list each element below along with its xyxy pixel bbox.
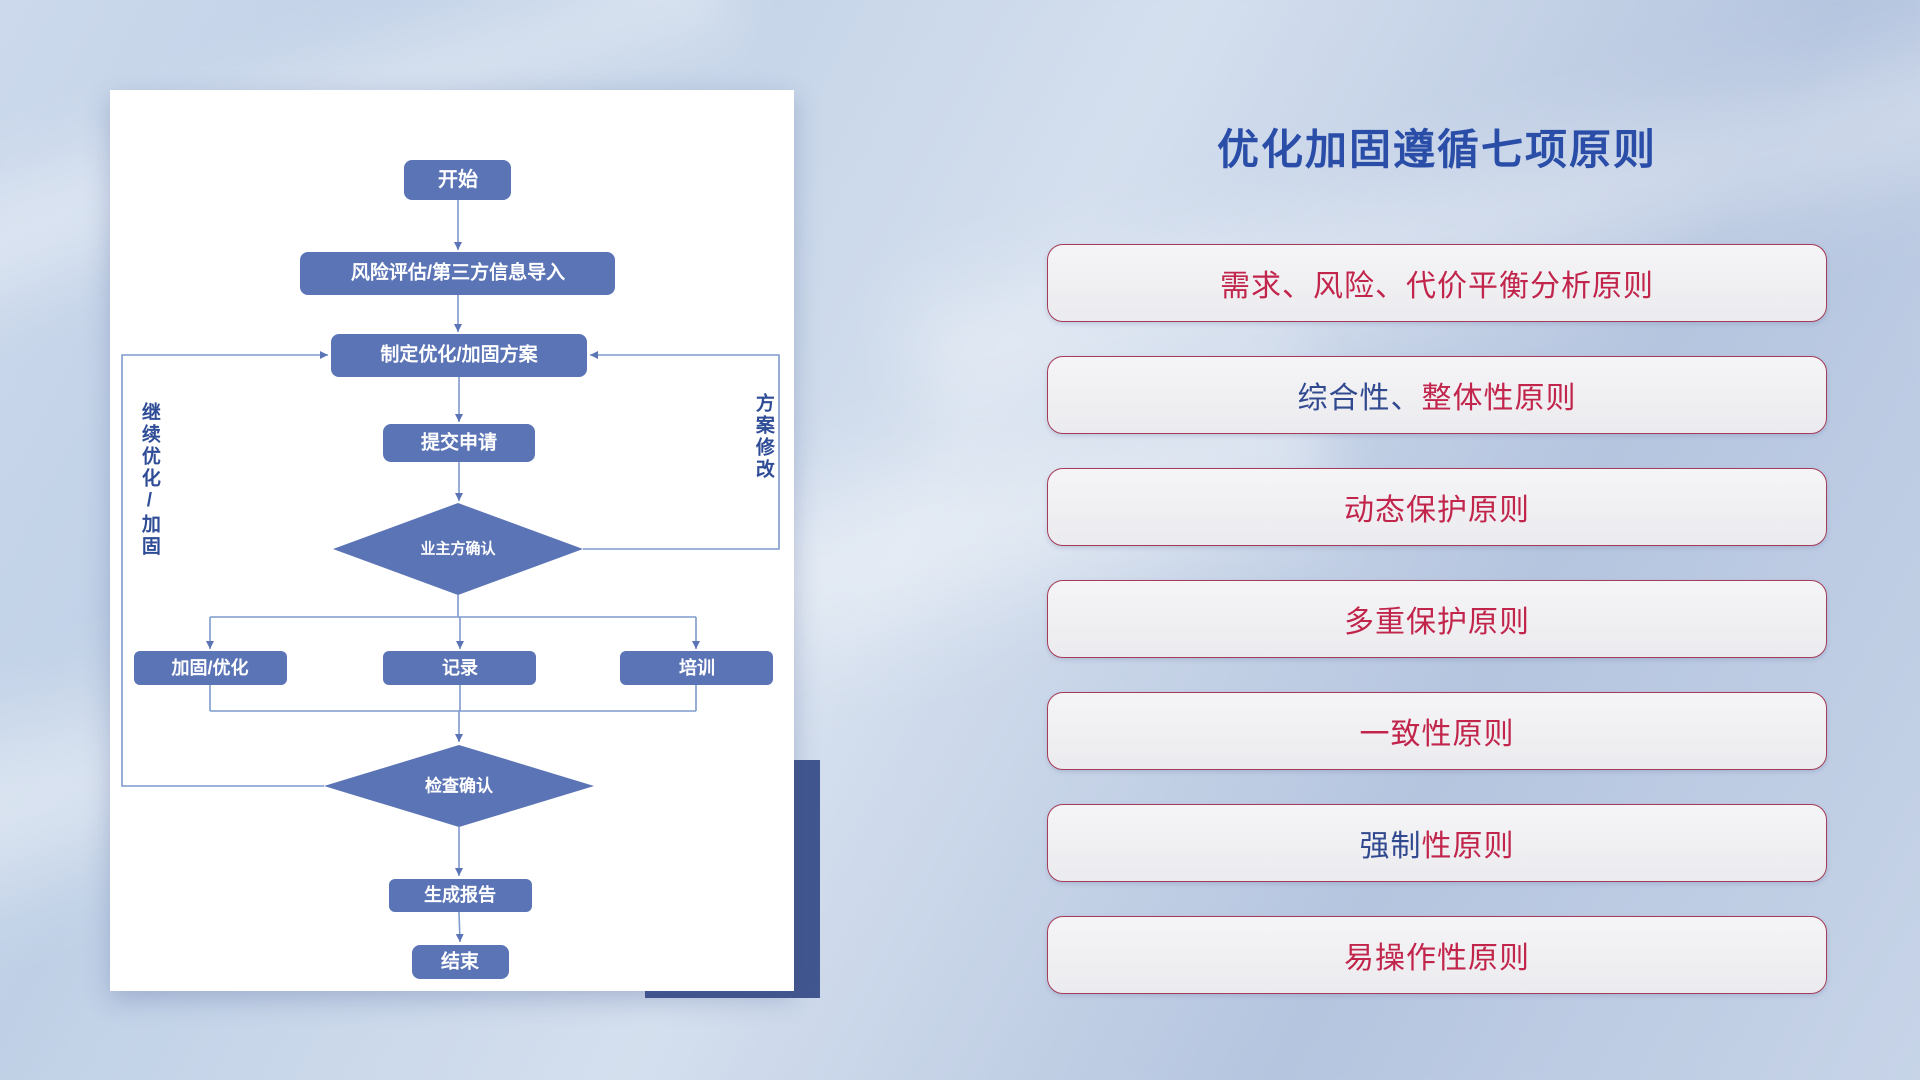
principle-text: 易操作性原则 [1344,942,1530,975]
flow-decision-check-confirm-label: 检查确认 [425,776,494,796]
flow-node-training: 培训 [620,651,773,685]
connector-continue-loop [121,351,328,787]
flowchart-canvas: 开始 风险评估/第三方信息导入 制定优化/加固方案 提交申请 业主方确认 加固/… [121,160,780,979]
flow-node-make-plan: 制定优化/加固方案 [331,334,587,377]
flow-node-reinforce: 加固/优化 [134,651,287,685]
principle-box-5: 一致性原则 [1047,692,1827,770]
flow-node-record: 记录 [383,651,536,685]
flow-node-training-label: 培训 [679,657,715,678]
flow-decision-owner-confirm-label: 业主方确认 [420,540,496,558]
flow-decision-owner-confirm: 业主方确认 [333,503,583,595]
principles-list: 需求、风险、代价平衡分析原则 综合性、 整体性原则 动态保护原则 多重保护原则 … [1047,244,1827,994]
flow-node-risk-import: 风险评估/第三方信息导入 [300,252,615,295]
principle-text: 多重保护原则 [1344,606,1530,639]
loop-label-continue: 继续优化/加固 [138,402,160,558]
principle-box-4: 多重保护原则 [1047,580,1827,658]
flow-node-reinforce-label: 加固/优化 [170,657,248,678]
flow-node-end: 结束 [412,945,509,979]
principle-text: 性原则 [1421,830,1515,863]
principle-box-6: 强制 性原则 [1047,804,1827,882]
principle-text: 整体性原则 [1421,382,1577,415]
flow-node-record-label: 记录 [442,658,478,678]
connector-plan-modify-loop [583,351,780,550]
connector-report-end [455,911,464,943]
flow-connectors [121,200,780,943]
flow-node-start-label: 开始 [438,167,478,191]
flow-node-submit: 提交申请 [383,424,535,462]
principle-box-2: 综合性、 整体性原则 [1047,356,1827,434]
flow-node-report: 生成报告 [389,879,532,912]
flow-node-submit-label: 提交申请 [421,431,497,454]
flow-decision-check-confirm: 检查确认 [324,745,594,827]
flow-node-start: 开始 [404,160,511,200]
flow-node-risk-import-label: 风险评估/第三方信息导入 [351,261,565,284]
loop-label-plan-modify: 方案修改 [752,393,774,481]
flow-node-make-plan-label: 制定优化/加固方案 [380,343,538,366]
page-title: 优化加固遵循七项原则 [1216,126,1657,173]
principle-text: 需求、风险、代价平衡分析原则 [1220,270,1654,303]
principle-text: 强制 [1359,830,1422,863]
flow-node-end-label: 结束 [441,950,480,973]
principle-box-1: 需求、风险、代价平衡分析原则 [1047,244,1827,322]
flowchart-card: 开始 风险评估/第三方信息导入 制定优化/加固方案 提交申请 业主方确认 加固/… [110,90,794,991]
flow-node-report-label: 生成报告 [424,884,496,905]
principle-box-3: 动态保护原则 [1047,468,1827,546]
principle-box-7: 易操作性原则 [1047,916,1827,994]
principle-text: 综合性、 [1297,382,1422,415]
principle-text: 动态保护原则 [1344,494,1530,527]
principle-text: 一致性原则 [1359,718,1515,751]
